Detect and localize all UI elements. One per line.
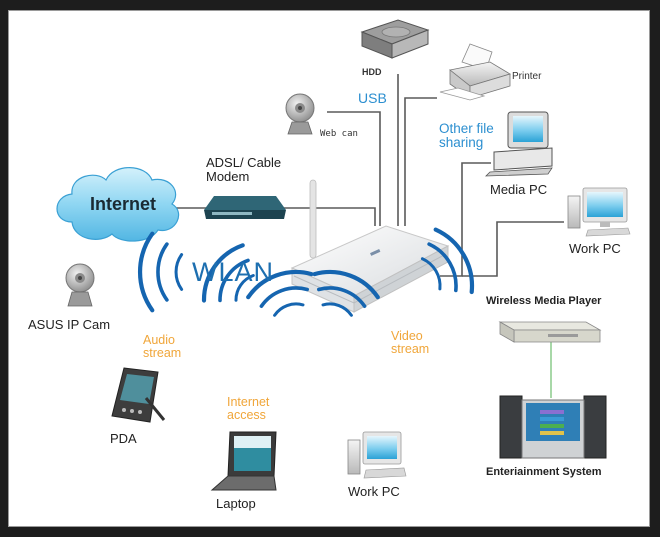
video-stream-label: Video stream <box>391 329 430 357</box>
wire-workpc-router <box>462 221 564 277</box>
pda-icon <box>111 367 166 423</box>
waves-workpc-arc <box>312 269 380 300</box>
media-pc-icon <box>485 111 553 177</box>
usb-label: USB <box>358 90 387 106</box>
waves-laptop-arc <box>246 269 314 300</box>
wireless-signal-waves <box>138 227 475 317</box>
hard-drive-icon <box>360 19 430 59</box>
entertainment-system-label: Enteriainment System <box>486 466 602 478</box>
waves-pda-arc <box>218 258 250 303</box>
wireless-media-player-label: Wireless Media Player <box>486 295 602 307</box>
waves-workpc-arc <box>317 286 367 308</box>
internet-label: Internet <box>90 194 157 214</box>
pda-label: PDA <box>110 431 137 446</box>
media-player-icon <box>498 321 602 343</box>
wireless-router-icon <box>290 179 450 313</box>
webcam-label: Web can <box>320 129 358 139</box>
waves-pda-arc <box>201 243 245 303</box>
modem-icon <box>204 196 286 219</box>
laptop-label: Laptop <box>216 496 256 511</box>
waves-video-arc <box>433 227 475 295</box>
wire-printer-router <box>404 97 437 226</box>
printer-icon <box>439 43 511 101</box>
wlan-label: WLAN <box>192 257 275 287</box>
work-pc-label: Work PC <box>569 241 621 256</box>
modem-label: ADSL/ Cable Modem <box>206 155 282 184</box>
hdd-label: HDD <box>362 67 382 77</box>
printer-label: Printer <box>512 71 542 82</box>
work-pc-icon <box>567 187 631 237</box>
waves-ipcam-arc <box>174 253 184 291</box>
cloud-icon <box>56 167 180 242</box>
waves-laptop-arc <box>273 302 305 317</box>
audio-stream-label: Audio stream <box>143 333 182 361</box>
ip-cam-label: ASUS IP Cam <box>28 317 111 332</box>
waves-pda-arc <box>234 274 255 302</box>
waves-video-arc <box>427 242 458 293</box>
wire-webcam-router <box>327 111 381 226</box>
waves-laptop-arc <box>259 286 309 308</box>
internet-access-label: Internet access <box>227 395 270 423</box>
wire-mediapc-router <box>440 162 491 277</box>
wire-modem-router <box>282 207 376 226</box>
webcam-icon <box>285 93 315 135</box>
waves-workpc-arc <box>321 302 353 317</box>
waves-ipcam-arc <box>138 231 155 313</box>
ip-cam-icon <box>65 263 95 307</box>
entertainment-system-icon <box>499 395 607 459</box>
waves-ipcam-arc <box>156 242 169 302</box>
waves-video-arc <box>420 257 442 291</box>
work-pc-bottom-label: Work PC <box>348 484 400 499</box>
laptop-icon <box>210 431 277 491</box>
other-file-sharing-label: Other file sharing <box>439 121 494 151</box>
media-pc-label: Media PC <box>490 182 548 197</box>
work-pc-bottom-icon <box>347 431 407 479</box>
